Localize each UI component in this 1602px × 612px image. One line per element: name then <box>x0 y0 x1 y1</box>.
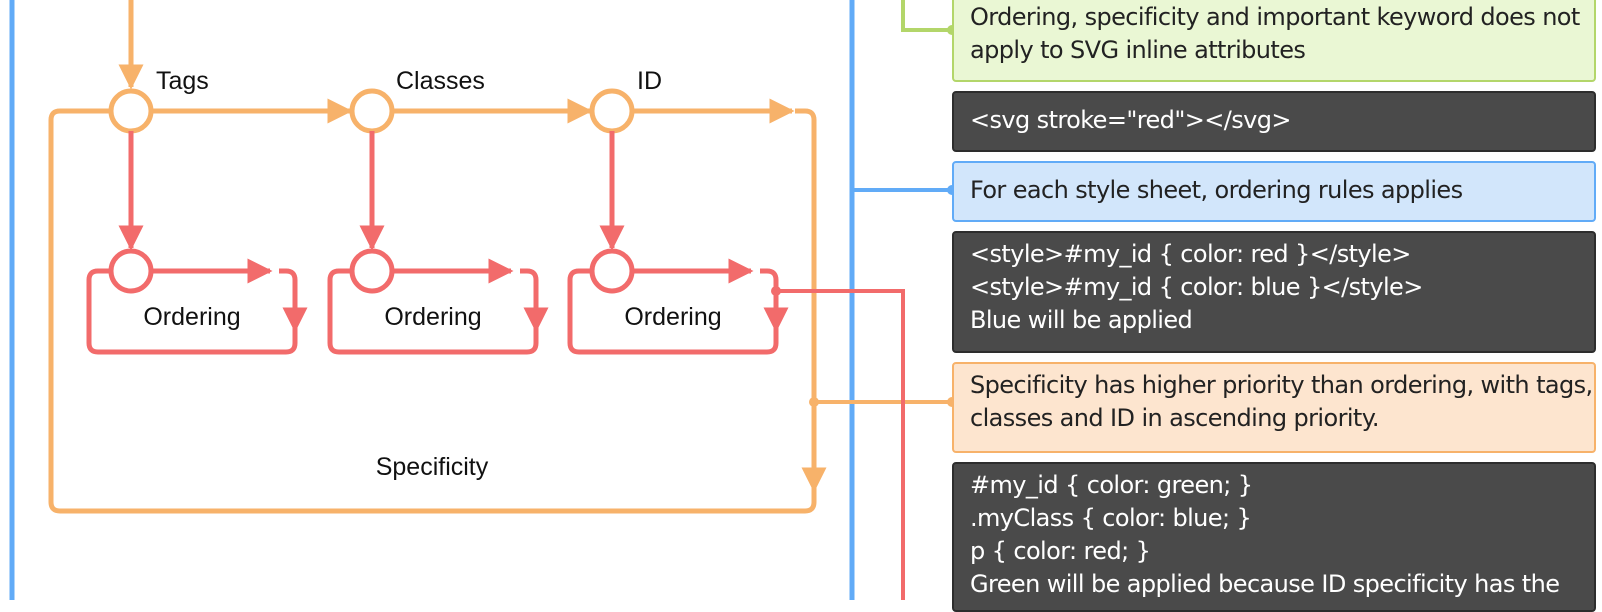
ordering-loop-id <box>567 268 779 355</box>
ordering-loop-tags <box>86 268 298 355</box>
ordering-label-id: Ordering <box>624 303 721 331</box>
note-line: For each style sheet, ordering rules app… <box>970 176 1463 204</box>
note-line: apply to SVG inline attributes <box>970 36 1306 64</box>
code-line: <style>#my_id { color: blue }</style> <box>970 273 1423 301</box>
specificity-code-note: #my_id { color: green; } .myClass { colo… <box>952 462 1596 612</box>
note-line: Ordering, specificity and important keyw… <box>970 3 1580 31</box>
tags-node <box>108 88 154 134</box>
ordering-connector <box>776 289 905 600</box>
id-label: ID <box>637 67 662 95</box>
tags-label: Tags <box>156 67 209 95</box>
specificity-rule-note: Specificity has higher priority than ord… <box>952 362 1596 453</box>
inline-svg-note: Ordering, specificity and important keyw… <box>952 0 1596 82</box>
classes-node <box>349 88 395 134</box>
code-line: <svg stroke="red"></svg> <box>970 106 1292 134</box>
stylesheet-rule-note: For each style sheet, ordering rules app… <box>952 161 1596 222</box>
code-line: p { color: red; } <box>970 537 1151 565</box>
code-line: <style>#my_id { color: red }</style> <box>970 240 1411 268</box>
ordering-label-classes: Ordering <box>384 303 481 331</box>
classes-label: Classes <box>396 67 485 95</box>
specificity-label: Specificity <box>376 453 489 481</box>
code-line: Green will be applied because ID specifi… <box>970 570 1560 598</box>
ordering-loop-classes <box>327 268 539 355</box>
ordering-classes-node <box>349 248 395 294</box>
ordering-connector-dot <box>771 286 781 296</box>
specificity-loop <box>48 108 817 514</box>
note-line: classes and ID in ascending priority. <box>970 404 1380 432</box>
code-line: .myClass { color: blue; } <box>970 504 1252 532</box>
inline-connector <box>901 0 952 32</box>
specificity-connector-dot <box>809 397 819 407</box>
note-line: Specificity has higher priority than ord… <box>970 371 1593 399</box>
ordering-id-node <box>589 248 635 294</box>
code-line: #my_id { color: green; } <box>970 471 1253 499</box>
code-line: Blue will be applied <box>970 306 1193 334</box>
ordering-label-tags: Ordering <box>143 303 240 331</box>
ordering-code-note: <style>#my_id { color: red }</style> <st… <box>952 231 1596 353</box>
ordering-tags-node <box>108 248 154 294</box>
id-node <box>589 88 635 134</box>
inline-svg-code-note: <svg stroke="red"></svg> <box>952 91 1596 152</box>
